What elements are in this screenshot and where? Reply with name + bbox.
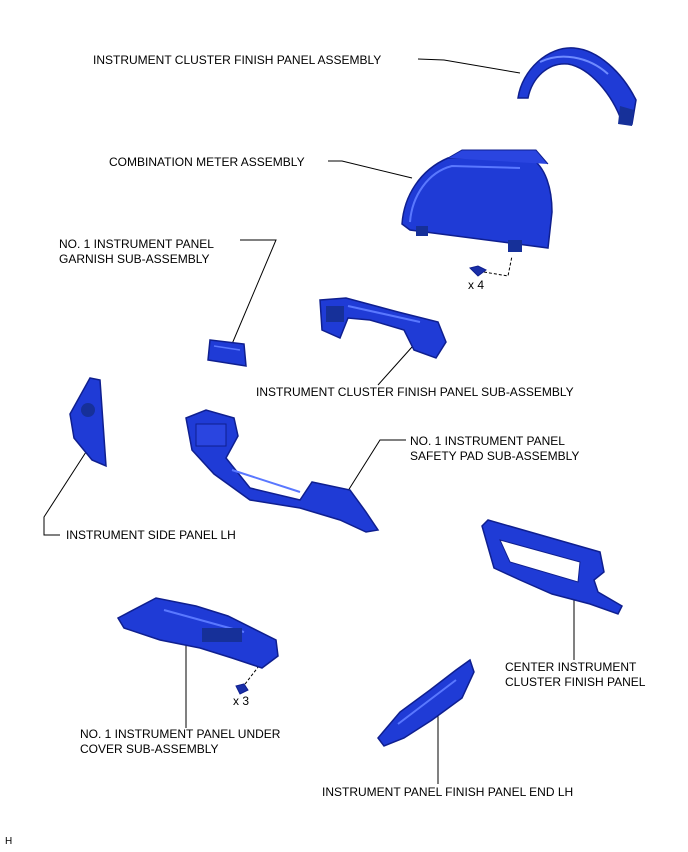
label-garnish-line2: GARNISH SUB-ASSEMBLY bbox=[59, 252, 210, 266]
label-under-cover-line2: COVER SUB-ASSEMBLY bbox=[80, 742, 219, 756]
leader-side-panel bbox=[43, 451, 87, 536]
label-instrument-panel-finish-panel-end-lh: INSTRUMENT PANEL FINISH PANEL END LH bbox=[322, 785, 574, 799]
instrument-side-panel-lh-part bbox=[69, 377, 107, 468]
meter-screw-icon bbox=[469, 265, 487, 277]
leader-cluster-finish-assy bbox=[417, 58, 521, 74]
instrument-cluster-finish-panel-assembly-part bbox=[517, 47, 637, 126]
label-center-cluster-line1: CENTER INSTRUMENT bbox=[505, 660, 637, 674]
page-marker: H bbox=[5, 836, 13, 847]
label-safety-pad-line2: SAFETY PAD SUB-ASSEMBLY bbox=[410, 449, 580, 463]
no1-instrument-panel-safety-pad-part bbox=[185, 409, 380, 533]
under-cover-screw-count: x 3 bbox=[233, 694, 250, 708]
no1-instrument-panel-garnish-part bbox=[207, 339, 247, 367]
label-under-cover-line1: NO. 1 INSTRUMENT PANEL UNDER bbox=[80, 727, 281, 741]
no1-instrument-panel-under-cover-part bbox=[116, 597, 279, 669]
leader-garnish bbox=[231, 239, 277, 345]
label-combination-meter-assembly: COMBINATION METER ASSEMBLY bbox=[109, 155, 305, 169]
center-instrument-cluster-finish-panel-part bbox=[481, 519, 623, 615]
leader-meter-screw bbox=[483, 255, 513, 277]
leader-cluster-finish-sub bbox=[377, 346, 413, 386]
label-center-cluster-line2: CLUSTER FINISH PANEL bbox=[505, 675, 646, 689]
label-no1-instrument-panel-safety-pad: NO. 1 INSTRUMENT PANEL SAFETY PAD SUB-AS… bbox=[410, 434, 579, 464]
label-safety-pad-line1: NO. 1 INSTRUMENT PANEL bbox=[410, 434, 565, 448]
label-instrument-side-panel-lh: INSTRUMENT SIDE PANEL LH bbox=[66, 528, 236, 542]
label-no1-instrument-panel-under-cover: NO. 1 INSTRUMENT PANEL UNDER COVER SUB-A… bbox=[80, 727, 280, 757]
label-instrument-cluster-finish-panel-sub-assembly: INSTRUMENT CLUSTER FINISH PANEL SUB-ASSE… bbox=[256, 385, 574, 399]
label-garnish-line1: NO. 1 INSTRUMENT PANEL bbox=[59, 237, 214, 251]
label-center-instrument-cluster-finish-panel: CENTER INSTRUMENT CLUSTER FINISH PANEL bbox=[505, 660, 645, 690]
under-cover-screw-icon bbox=[235, 683, 249, 695]
label-instrument-cluster-finish-panel-assembly: INSTRUMENT CLUSTER FINISH PANEL ASSEMBLY bbox=[93, 53, 382, 67]
meter-screw-count: x 4 bbox=[468, 278, 485, 292]
combination-meter-assembly-part bbox=[401, 149, 553, 252]
leader-combination-meter bbox=[328, 160, 413, 179]
instrument-cluster-finish-panel-sub-assembly-part bbox=[319, 297, 447, 359]
instrument-panel-finish-panel-end-lh-part bbox=[377, 658, 475, 747]
leader-safety-pad bbox=[345, 439, 406, 495]
label-no1-instrument-panel-garnish: NO. 1 INSTRUMENT PANEL GARNISH SUB-ASSEM… bbox=[59, 237, 214, 267]
